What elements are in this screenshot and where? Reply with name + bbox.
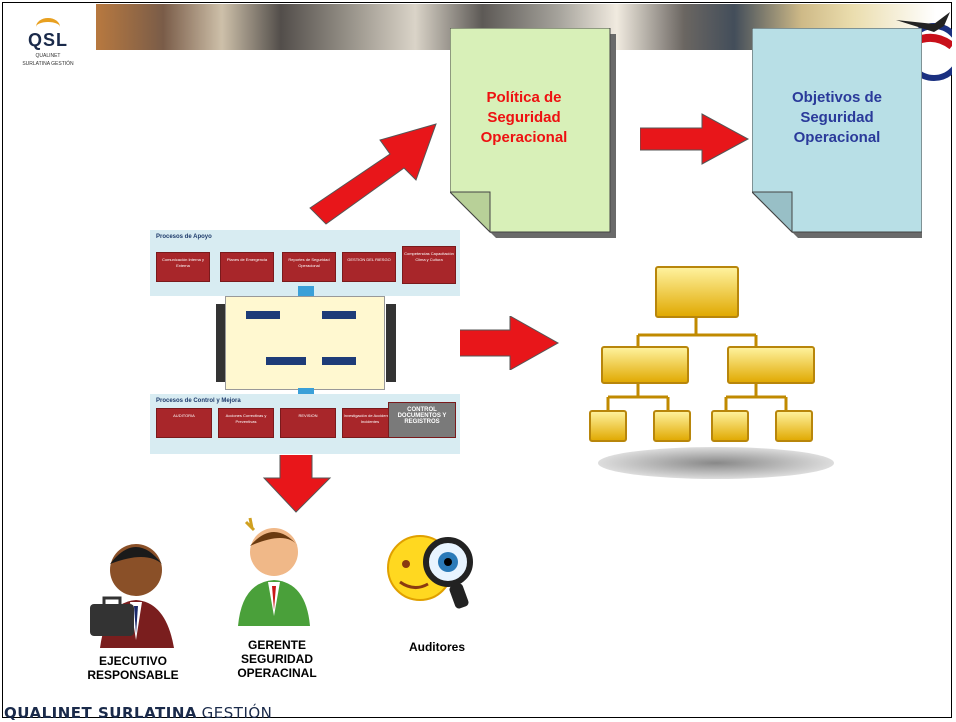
support-box-5: Competencias Capacitación Clima y Cultur… xyxy=(402,246,456,284)
qsl-logo: QSL QUALINET SURLATINA GESTIÓN xyxy=(8,8,88,80)
arrow-to-objectives-icon xyxy=(640,113,750,165)
control-box-5: CONTROL DOCUMENTOS Y REGISTROS xyxy=(388,402,456,438)
auditor-label: Auditores xyxy=(408,640,465,654)
support-link-arrow xyxy=(298,286,314,296)
logo-subline-1: QUALINET xyxy=(35,53,61,59)
arrow-to-policy-icon xyxy=(309,123,437,225)
policy-document-icon xyxy=(450,28,616,238)
logo-subline-2: SURLATINA GESTIÓN xyxy=(22,61,74,67)
footer-brand-bold: QUALINET SURLATINA xyxy=(4,704,197,722)
policy-line-3: Operacional xyxy=(480,129,568,146)
footer-brand: QUALINET SURLATINA GESTIÓN xyxy=(4,704,272,722)
objectives-line-1: Objetivos de xyxy=(791,89,883,106)
auditor-magnifier-icon xyxy=(387,535,473,609)
objectives-document: Objetivos de Seguridad Operacional xyxy=(752,28,922,242)
support-box-4: GESTION DEL RIESGO xyxy=(342,252,396,282)
manager-avatar-icon xyxy=(238,517,310,626)
left-side-bar xyxy=(216,304,226,382)
support-box-1: Comunicación Interna y Externa xyxy=(156,252,210,282)
support-box-3: Reportes de Seguridad Operacional xyxy=(282,252,336,282)
executive-label: EJECUTIVO RESPONSABLE xyxy=(87,654,179,682)
executive-avatar-icon xyxy=(90,544,174,648)
control-link-arrow xyxy=(298,388,314,398)
policy-document: Política de Seguridad Operacional xyxy=(444,28,604,242)
support-box-2: Planes de Emergencia xyxy=(220,252,274,282)
objectives-document-icon xyxy=(752,28,922,238)
footer-brand-normal: GESTIÓN xyxy=(201,704,273,722)
policy-line-1: Política de xyxy=(486,89,562,106)
objectives-line-2: Seguridad xyxy=(800,109,874,126)
control-box-3: REVISION xyxy=(280,408,336,438)
objectives-line-3: Operacional xyxy=(793,129,881,146)
right-side-bar xyxy=(386,304,396,382)
org-chart-icon xyxy=(589,266,834,479)
process-map: Procesos de Apoyo Comunicación Interna y… xyxy=(150,230,460,455)
policy-line-2: Seguridad xyxy=(487,109,561,126)
control-process-title: Procesos de Control y Mejora xyxy=(156,398,241,404)
logo-swoosh-icon xyxy=(36,18,60,36)
control-box-2: Acciones Correctivas y Preventivas xyxy=(218,408,274,438)
control-box-1: AUDITORIA xyxy=(156,408,212,438)
manager-label: GERENTE SEGURIDAD OPERACINAL xyxy=(237,638,317,680)
support-process-title: Procesos de Apoyo xyxy=(156,234,212,240)
core-process-diagram xyxy=(225,296,385,390)
arrow-to-people-icon xyxy=(262,450,332,513)
